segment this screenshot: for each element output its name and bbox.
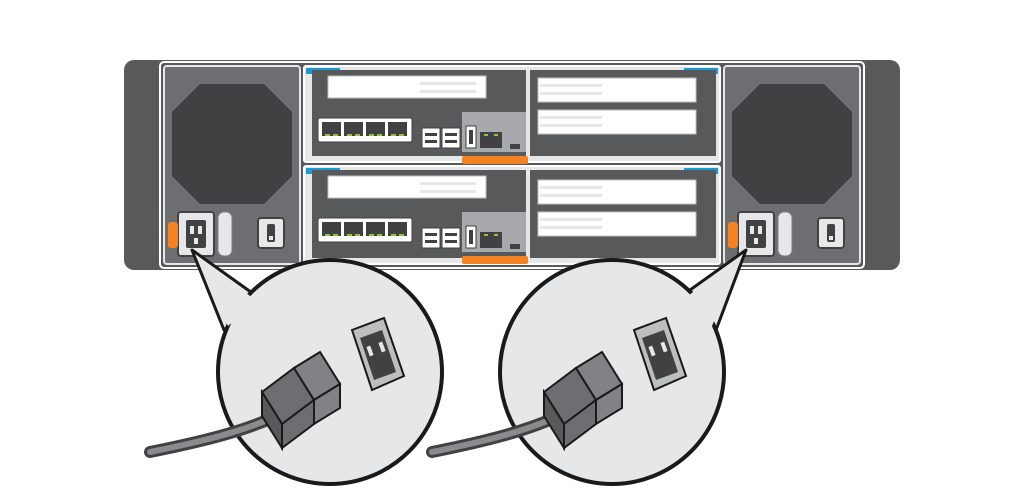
right-power-supply bbox=[723, 65, 861, 265]
right-power-plug-icon bbox=[542, 350, 624, 452]
top-management-port[interactable] bbox=[480, 132, 502, 148]
left-psu-fan-icon bbox=[172, 84, 292, 204]
left-power-plug-icon bbox=[260, 350, 342, 452]
bottom-sas-ports[interactable] bbox=[421, 227, 461, 249]
left-callout bbox=[144, 248, 444, 486]
left-power-socket-icon bbox=[350, 316, 406, 392]
right-power-socket-icon bbox=[632, 316, 688, 392]
right-callout bbox=[426, 248, 748, 486]
top-sas-ports[interactable] bbox=[421, 127, 461, 149]
left-cord-clip[interactable] bbox=[168, 222, 178, 248]
right-psu-handle[interactable] bbox=[777, 211, 793, 257]
bottom-management-port[interactable] bbox=[480, 232, 502, 248]
left-psu-handle[interactable] bbox=[217, 211, 233, 257]
right-cord-clip[interactable] bbox=[728, 222, 738, 248]
right-psu-fan-icon bbox=[732, 84, 852, 204]
top-network-ports[interactable] bbox=[317, 117, 413, 143]
controller-module-top bbox=[303, 65, 721, 164]
bottom-serial-port[interactable] bbox=[510, 244, 520, 249]
top-serial-port[interactable] bbox=[510, 144, 520, 149]
chassis-bezel bbox=[159, 61, 865, 269]
top-module-latch[interactable] bbox=[462, 156, 528, 164]
bottom-module-latch[interactable] bbox=[462, 256, 528, 264]
bottom-network-ports[interactable] bbox=[317, 217, 413, 243]
left-power-supply bbox=[163, 65, 301, 265]
controller-module-bottom bbox=[303, 165, 721, 265]
